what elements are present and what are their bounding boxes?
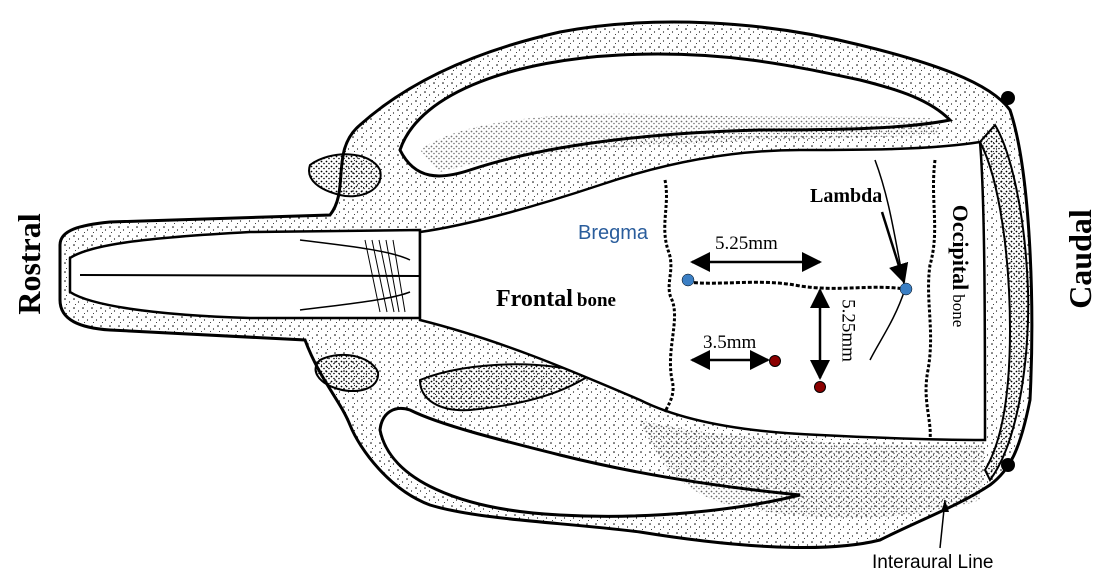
bregma-lambda-distance: 5.25mm [715,234,778,253]
frontal-bone-main: Frontal [496,286,573,312]
caudal-label: Caudal [1064,199,1096,319]
posterior-offset-distance: 5.25mm [839,291,858,371]
interaural-line-label: Interaural Line [872,553,993,572]
rostral-label: Rostral [13,199,45,329]
nasal-bone [70,230,420,318]
target-point-lateral [770,356,781,367]
lambda-label: Lambda [810,186,882,206]
occipital-bone-suffix: bone [949,294,968,327]
frontal-bone-suffix: bone [577,290,616,311]
bregma-point [682,274,694,286]
occipital-bone-label: Occipital bone [949,186,971,346]
occipital-bone-main: Occipital [948,205,973,291]
bregma-label: Bregma [578,223,648,243]
lambda-point [900,283,912,295]
nasal-midline [80,275,420,276]
target-point-posterior [815,382,826,393]
frontal-bone-label: Frontal bone [496,287,616,311]
lateral-offset-distance: 3.5mm [703,333,756,352]
